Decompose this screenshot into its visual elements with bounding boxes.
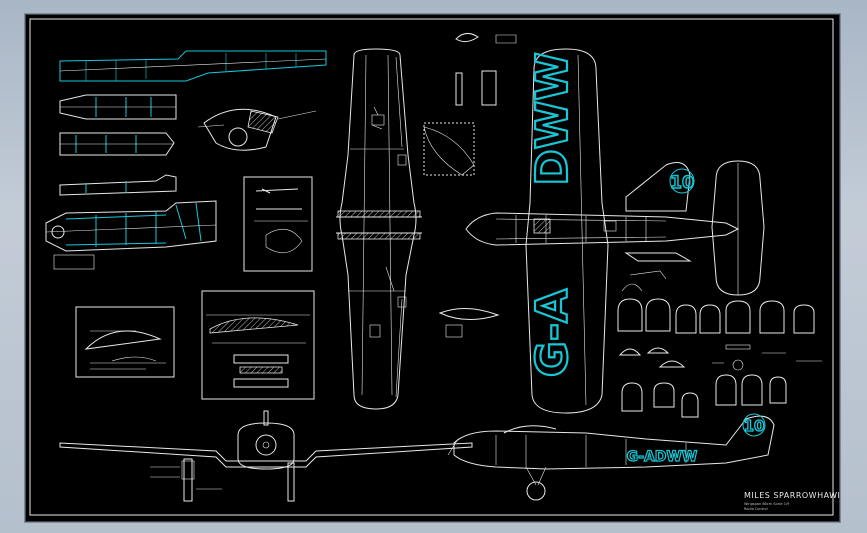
front-view: [59, 410, 473, 502]
drawing-border: [29, 18, 834, 516]
plan-view-fuselage: [465, 160, 765, 296]
drawing-title: MILES SPARROWHAWK: [744, 491, 839, 500]
drawing-subtitle-2: Radio Control: [744, 507, 768, 511]
race-number-side: 10: [744, 417, 765, 435]
tail-section-box: [201, 290, 315, 400]
cad-viewport[interactable]: DWW G-A 10: [25, 14, 840, 522]
plan-view-wing: [525, 48, 609, 414]
fillet-detail: [197, 108, 317, 151]
registration-markings: DWW G-A 10: [526, 51, 695, 378]
race-number-roundel-top: [669, 168, 695, 194]
race-number-roundel-side: [742, 413, 766, 437]
wing-section-box: [75, 306, 175, 378]
race-number-top: 10: [670, 173, 694, 193]
fuselage-side-views: [45, 50, 327, 270]
prop-detail-box: [243, 176, 313, 272]
drawing-subtitle-1: Wingspan 86cm Scale 1/9: [744, 502, 789, 506]
canopy-sections: [617, 283, 822, 418]
wing-registration-bottom: G-A: [527, 289, 578, 377]
wing-plan-view: [336, 48, 422, 410]
fuselage-registration: G-ADWW: [627, 449, 698, 465]
blueprint-drawing: DWW G-A 10: [29, 18, 839, 516]
wing-registration-top: DWW: [527, 52, 578, 186]
title-block: MILES SPARROWHAWK Wingspan 86cm Scale 1/…: [744, 491, 839, 511]
small-part-details: [423, 33, 517, 338]
side-view: G-ADWW 10: [447, 413, 775, 501]
